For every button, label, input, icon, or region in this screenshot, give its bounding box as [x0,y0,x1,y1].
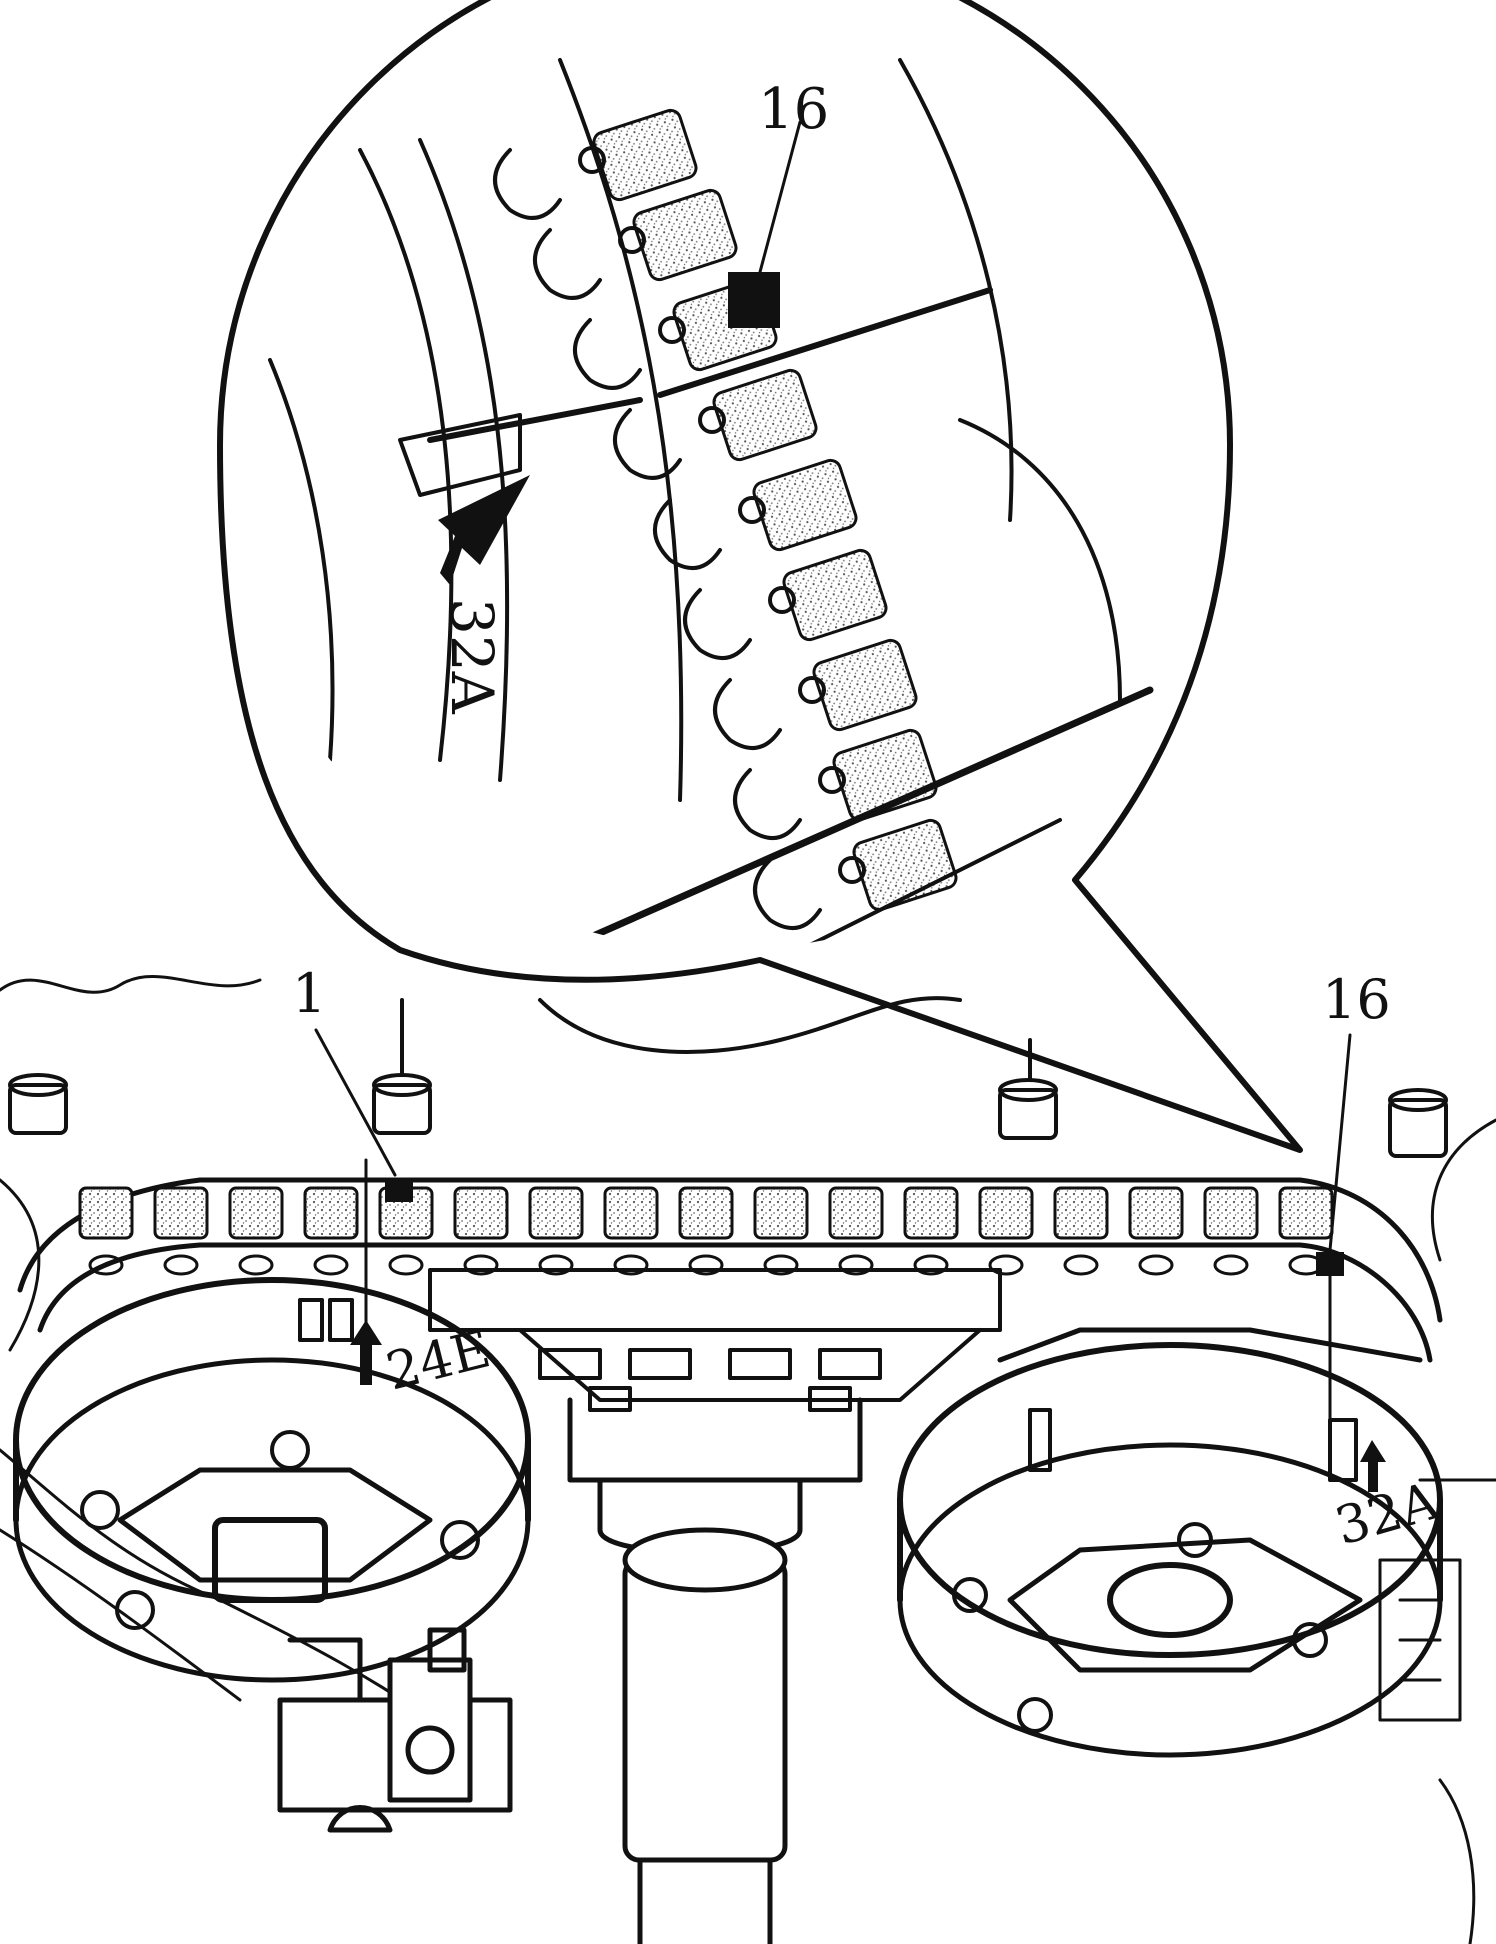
chain-link [78,1186,134,1240]
zoom-chain-roller [738,496,766,524]
bolt-1 [8,1073,68,1135]
chain-link [453,1186,509,1240]
zoom-chain-plate [632,188,738,282]
chain-tensioner [277,1627,513,1833]
chain-cover [428,996,1002,1412]
chain-links [78,1178,1344,1276]
zoom-chain-roller [768,586,796,614]
chain-pin [1138,1254,1174,1276]
leader-lines [314,1028,1352,1432]
bolts [8,998,1448,1158]
sprocket-tooth [653,498,722,570]
chain-pin [1063,1254,1099,1276]
sprocket-tooth [533,228,602,300]
chain-link [903,1186,959,1240]
sprocket-tooth [733,768,802,840]
label-16: 16 [1322,968,1391,1031]
chain-pin [238,1254,274,1276]
chain-link [1128,1186,1184,1240]
chain-link [828,1186,884,1240]
chain-link [228,1186,284,1240]
sprocket-tooth [613,408,682,480]
chain-link [303,1186,359,1240]
zoom-chain-plate [812,638,918,732]
leader-zoom-16 [758,120,802,274]
bolt-3 [998,1038,1058,1140]
chain-link [1278,1186,1334,1240]
zoom-chain-roller [658,316,686,344]
chain-link [153,1186,209,1240]
marked-link-16 [728,272,780,328]
chain-link [1053,1186,1109,1240]
bolt-2 [372,998,432,1135]
zoom-chain-roller [798,676,826,704]
zoom-chain-plate [592,108,698,202]
zoom-chain-plate [712,368,818,462]
chain-pin [163,1254,199,1276]
chain-pin [613,1254,649,1276]
zoom-chain-plate [782,548,888,642]
label-24e: 24E [381,1319,497,1402]
chain-link [1203,1186,1259,1240]
label-1: 1 [292,962,326,1025]
timing-chain-main [17,1177,1443,1363]
magnifier-callout [217,0,1303,1153]
zoom-arrow-32a-icon [438,475,530,585]
bolt-4 [1388,1088,1448,1158]
chain-link [978,1186,1034,1240]
sprocket-tooth [493,148,562,220]
chain-pin [538,1254,574,1276]
chain-pin [763,1254,799,1276]
chain-pin [313,1254,349,1276]
chain-pin [913,1254,949,1276]
zoom-chain-roller [838,856,866,884]
chain-pin [388,1254,424,1276]
chain-pin [688,1254,724,1276]
marked-link-1 [385,1178,413,1202]
left-camshaft-sprocket [13,1277,531,1683]
arrow-32a-icon [1360,1440,1386,1492]
zoom-chain-roller [818,766,846,794]
sprocket-tooth [573,318,642,390]
right-camshaft-sprocket [897,1327,1443,1758]
sprocket-tooth [753,858,822,930]
label-zoom-16: 16 [758,77,829,142]
center-shaft [567,1397,863,1944]
chain-pin [463,1254,499,1276]
zoom-chain-plate [752,458,858,552]
chain-link [603,1186,659,1240]
zoom-chain-roller [578,146,606,174]
chain-link [528,1186,584,1240]
zoom-chain-roller [618,226,646,254]
chain-link [753,1186,809,1240]
sprocket-tooth [683,588,752,660]
chain-pin [88,1254,124,1276]
chain-pin [1213,1254,1249,1276]
chain-link [678,1186,734,1240]
zoom-chain-roller [698,406,726,434]
chain-pin [838,1254,874,1276]
zoomed-chain-view [268,58,1154,950]
arrow-24e-icon [350,1320,382,1385]
chain-pin [988,1254,1024,1276]
label-zoom-32a: 32A [438,598,506,715]
sprocket-tooth [713,678,782,750]
